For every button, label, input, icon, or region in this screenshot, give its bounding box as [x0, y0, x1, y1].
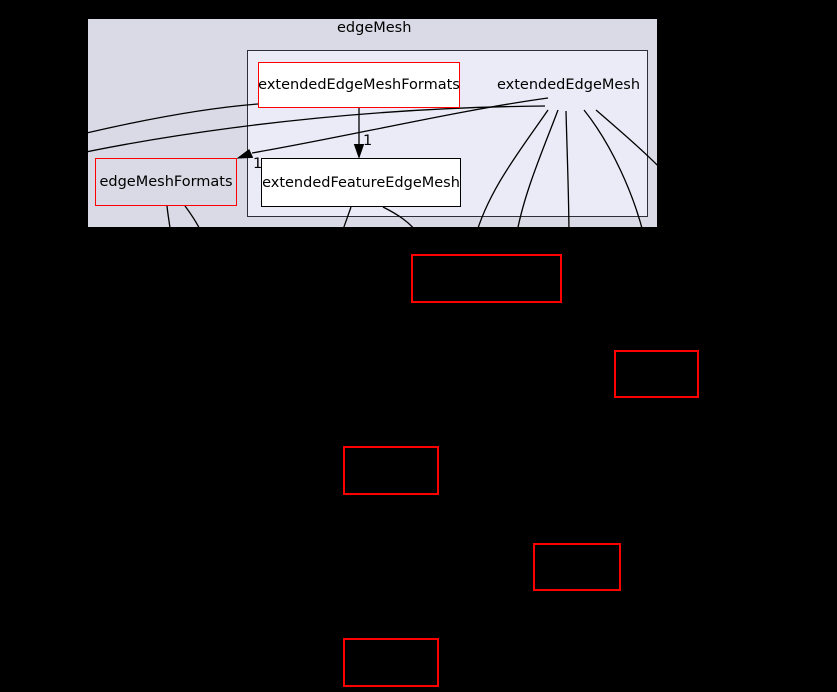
- edge-fan-3: [565, 110, 570, 239]
- edge-efem-drop-1: [340, 206, 352, 237]
- edge-efem-drop-2: [382, 206, 421, 237]
- edge-fan-5: [595, 109, 669, 177]
- edge-label-feature: 1: [363, 133, 372, 149]
- arrowhead-edgemeshformats: [236, 149, 254, 159]
- node-extendedfeatureedgemesh[interactable]: extendedFeatureEdgeMesh: [261, 158, 461, 207]
- edge-fan-2: [515, 109, 559, 239]
- arrowhead-feature: [353, 144, 365, 160]
- node-edgemeshformats[interactable]: edgeMeshFormats: [95, 158, 237, 206]
- external-node-4[interactable]: [533, 543, 621, 591]
- node-extendededgemeshformats[interactable]: extendedEdgeMeshFormats: [258, 62, 460, 108]
- cluster-edgemesh-label[interactable]: edgeMesh: [337, 20, 412, 36]
- edge-fan-4: [583, 109, 645, 237]
- edge-curve-left-upper: [0, 103, 259, 156]
- external-node-3[interactable]: [343, 446, 439, 495]
- edge-to-edgemeshformats: [251, 97, 549, 154]
- edge-emf-drop-2: [184, 205, 204, 237]
- external-node-5[interactable]: [343, 638, 439, 687]
- edge-label-edgemeshformats: 1: [253, 156, 262, 172]
- edge-curve-left-lower: [0, 105, 546, 173]
- external-node-1[interactable]: [411, 254, 562, 303]
- cluster-extendededgemesh-label[interactable]: extendedEdgeMesh: [497, 77, 641, 93]
- edge-fan-1: [474, 109, 549, 239]
- edge-emf-drop-1: [166, 205, 172, 237]
- external-node-2[interactable]: [614, 350, 699, 398]
